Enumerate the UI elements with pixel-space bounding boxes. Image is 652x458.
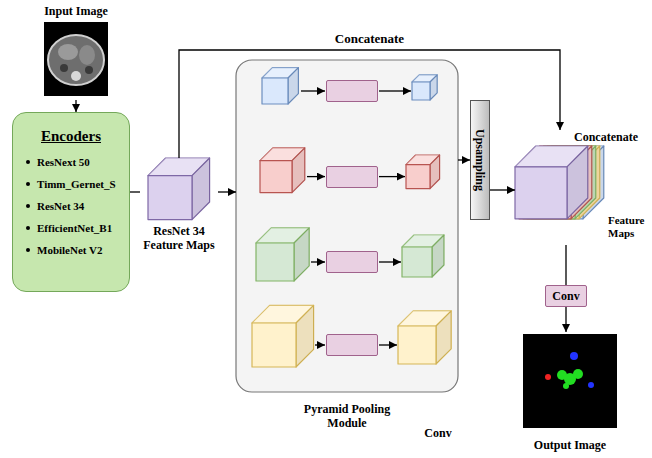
- conv-box: Conv: [326, 251, 378, 273]
- arrow: [379, 344, 397, 345]
- pool-arrows: [301, 91, 411, 345]
- organ: [79, 45, 95, 65]
- arrow: [315, 344, 325, 345]
- concat-feature-maps: ConcatenateFeature Maps: [515, 130, 650, 245]
- pool-cube: [260, 148, 305, 193]
- image-ground: [44, 22, 108, 96]
- connector: [179, 50, 560, 158]
- encoder-item: ResNext 50: [19, 151, 123, 173]
- spine: [71, 71, 81, 81]
- edge-label: Concatenate: [333, 31, 406, 46]
- node-label: ResNet 34 Feature Maps: [140, 224, 218, 252]
- arrow: [379, 261, 401, 262]
- upsampling-box: Upsampling: [470, 100, 490, 220]
- mask-blob: [588, 382, 594, 388]
- node-label: Conv: [546, 286, 586, 306]
- mask-blob: [573, 369, 583, 379]
- stack-layer: [515, 146, 588, 219]
- connector: [565, 245, 566, 285]
- pool-cube: [252, 305, 314, 367]
- encoder-item: EfficientNet_B1: [19, 217, 123, 239]
- module-panel: [236, 60, 458, 392]
- connector: [218, 191, 236, 192]
- conv-box: Conv: [326, 80, 378, 102]
- pool-cube: [402, 235, 444, 277]
- connector: [490, 189, 515, 190]
- arrow: [311, 261, 325, 262]
- pool-cube: [398, 311, 451, 364]
- pooling-module: Pyramid Pooling ModuleConvConvConvConv: [236, 60, 458, 432]
- output-mask-image: [523, 334, 617, 428]
- mask-blob: [545, 374, 551, 380]
- output-image: Output Image: [521, 332, 619, 454]
- pool-cube: [262, 68, 298, 104]
- conv-box: Conv: [326, 166, 378, 188]
- conv-box: Conv: [326, 334, 378, 356]
- encoder-box: EncodersResNext 50Timm_Gernet_SResNet 34…: [12, 112, 130, 292]
- input-image: Input Image: [36, 4, 116, 100]
- organ: [60, 64, 68, 72]
- body-section: [48, 35, 104, 85]
- node-label: Concatenate: [574, 130, 638, 144]
- connector: [130, 191, 140, 192]
- conv-box: Conv: [545, 285, 587, 307]
- encoder-item: MobileNet V2: [19, 239, 123, 261]
- node-label: Input Image: [36, 4, 116, 18]
- connector: [565, 307, 566, 332]
- encoder-item: ResNet 34: [19, 195, 123, 217]
- connector: [458, 159, 470, 160]
- arrow: [379, 176, 405, 177]
- pool-cube: [412, 75, 437, 100]
- organ: [58, 44, 78, 60]
- pool-cube: [256, 228, 309, 281]
- arrow: [307, 176, 325, 177]
- node-label: Conv: [383, 423, 493, 443]
- organ: [85, 66, 93, 74]
- image-ground: [523, 334, 617, 428]
- mask-blob: [570, 352, 578, 360]
- connector: [75, 100, 76, 112]
- arrow: [379, 90, 411, 91]
- input-mri-image: [44, 22, 108, 96]
- encoder-item: Timm_Gernet_S: [19, 173, 123, 195]
- feature-map-cube: [148, 158, 210, 220]
- arrow: [301, 90, 325, 91]
- node-label: Pyramid Pooling Module: [292, 402, 402, 430]
- feature-map: ResNet 34 Feature Maps: [140, 158, 218, 256]
- node-label: Output Image: [521, 438, 619, 452]
- node-label: Upsampling: [473, 129, 487, 191]
- node-label: Encoders: [19, 127, 123, 145]
- node-label: Feature Maps: [608, 214, 650, 240]
- mask-blob: [563, 383, 569, 389]
- pool-cube: [406, 155, 440, 189]
